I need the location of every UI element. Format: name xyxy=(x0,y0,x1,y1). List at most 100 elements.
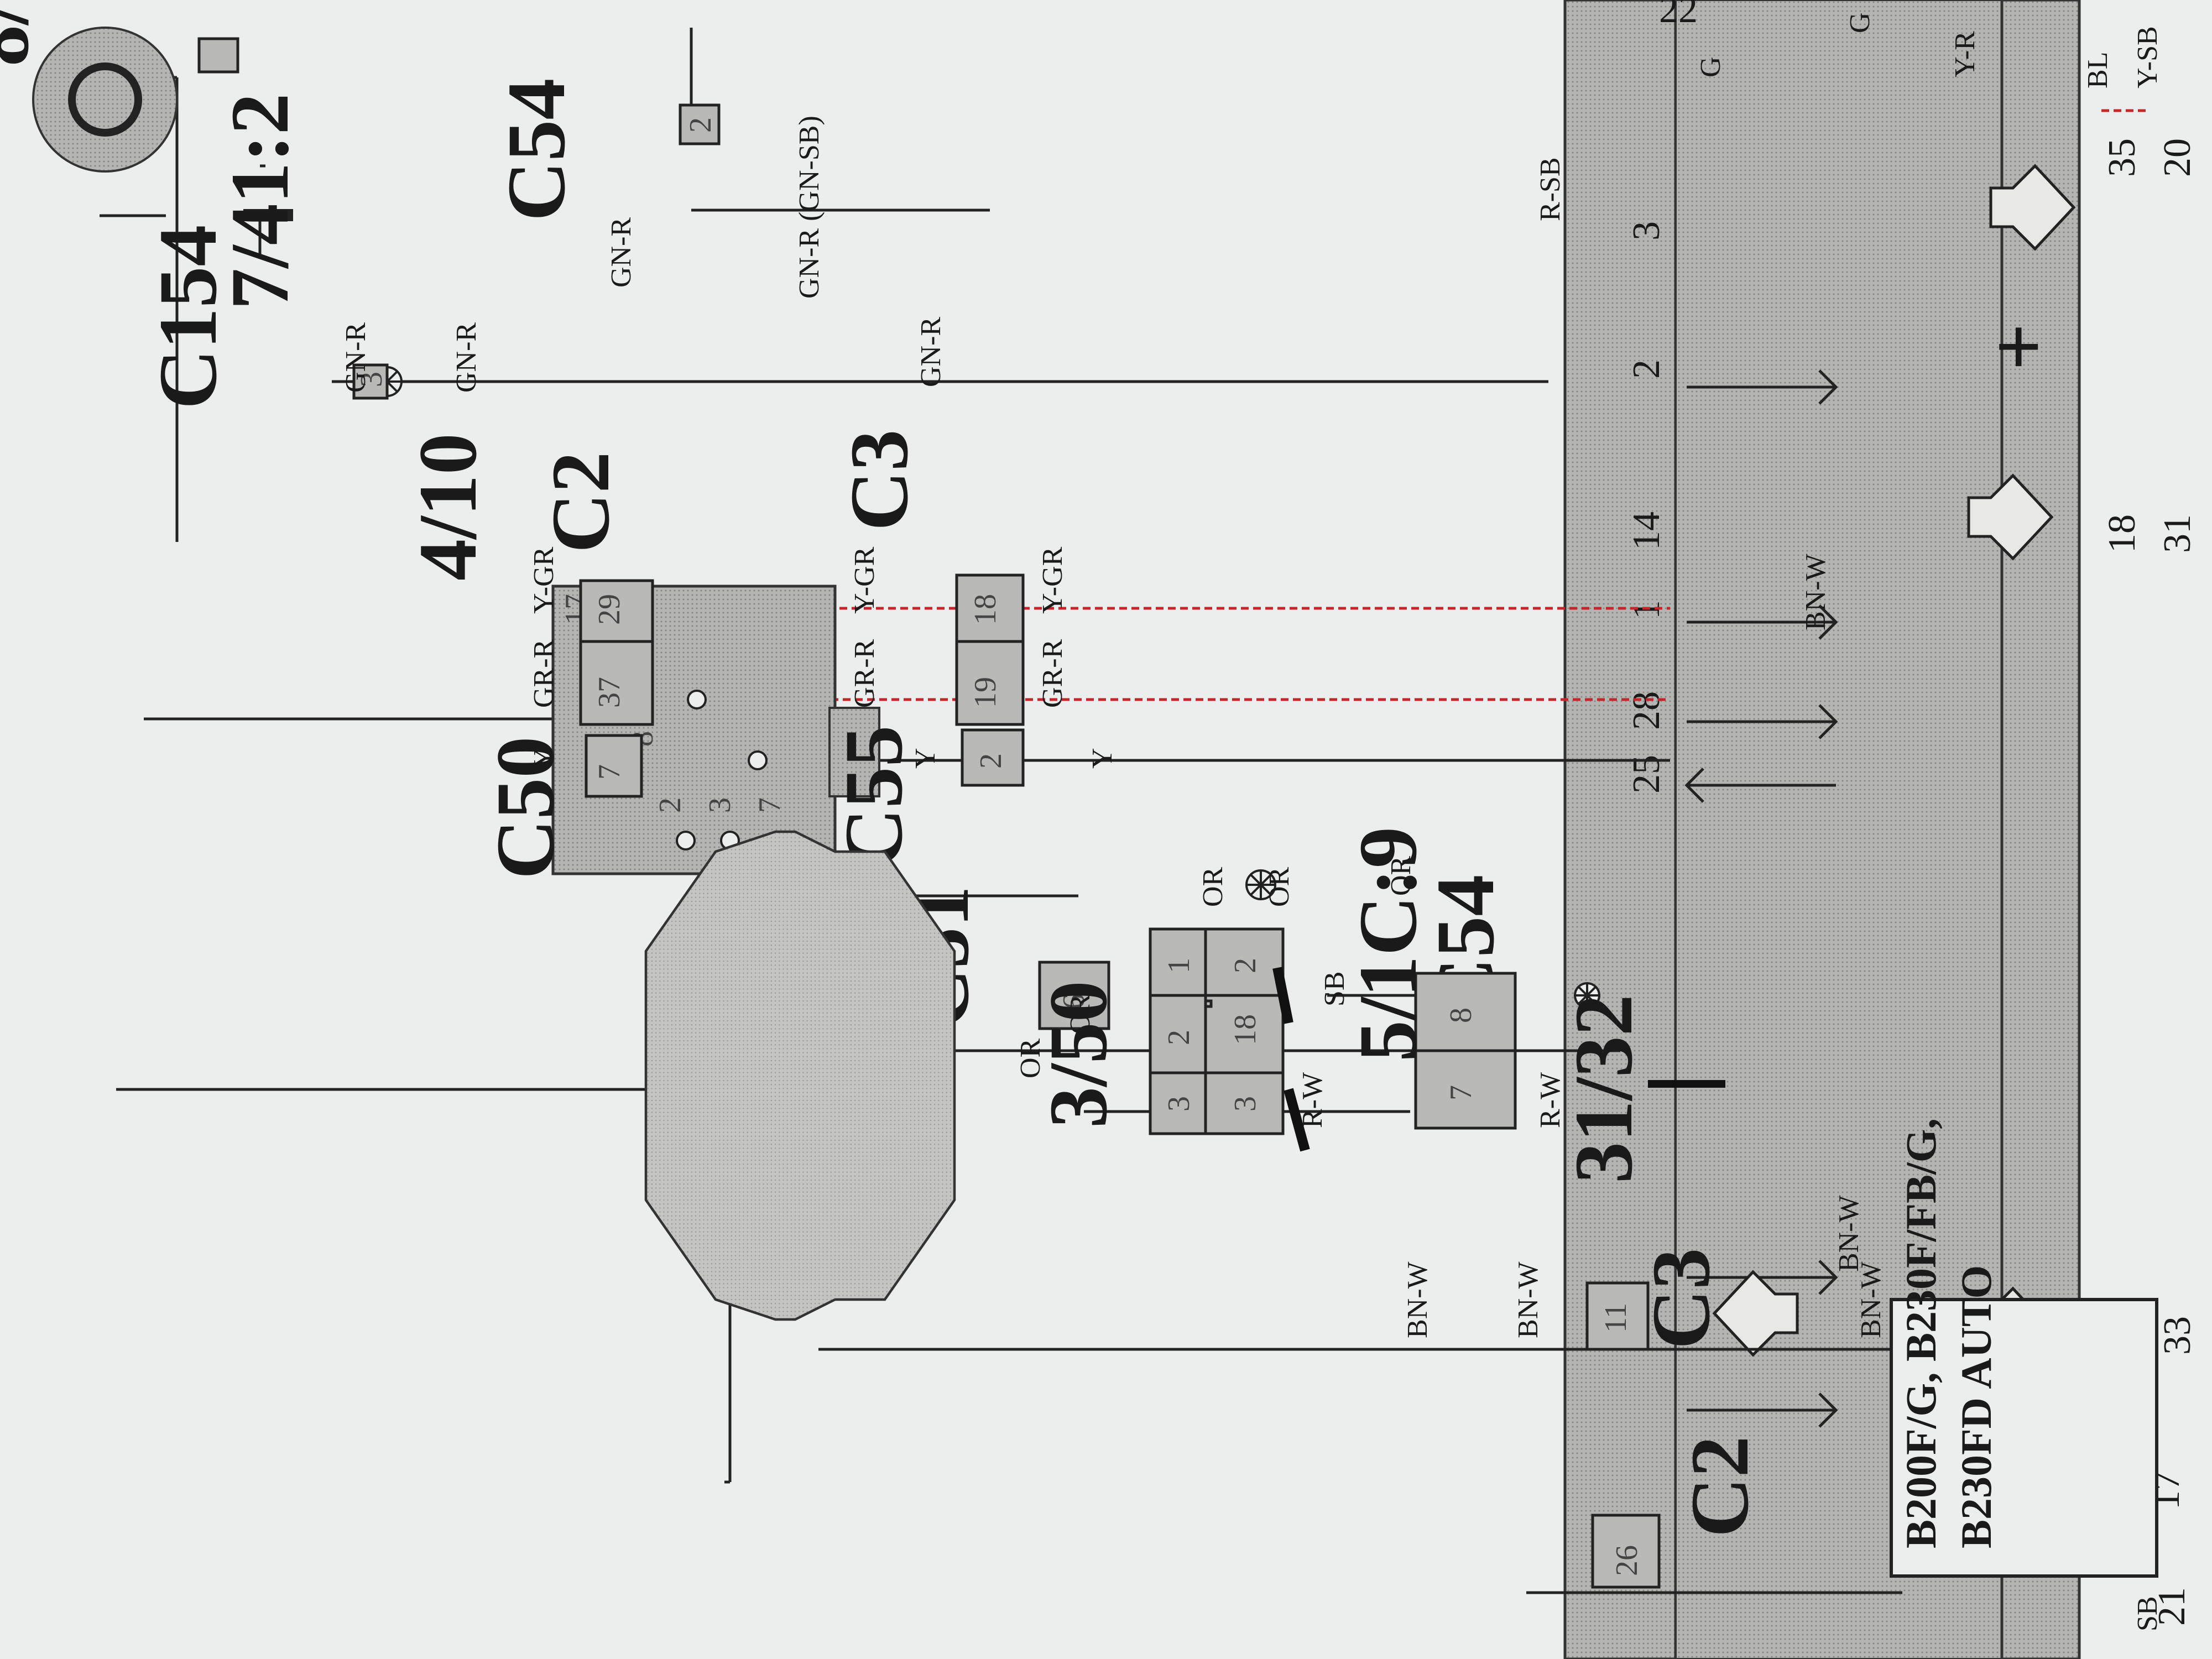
wire-label: Y-R xyxy=(1949,31,1981,77)
switch-contact-icon xyxy=(1284,1088,1310,1152)
pin-number: 6 xyxy=(1057,994,1091,1009)
wire-label: Y-SB xyxy=(2132,26,2163,88)
bus-band-lower xyxy=(1563,0,1677,1659)
connector-label: C2 xyxy=(535,452,627,553)
connector-pin xyxy=(1414,1049,1517,1130)
wire-label: R-SB xyxy=(1535,157,1566,221)
wire-label: BN-W xyxy=(1833,1195,1865,1272)
bus-number: 2 xyxy=(1625,359,1668,379)
hollow-arrow-icon xyxy=(1989,164,2076,251)
hollow-arrow-icon xyxy=(1967,473,2054,561)
bus-band-upper xyxy=(2000,0,2081,1659)
pin-number: 7 xyxy=(1444,1085,1478,1100)
module-tab xyxy=(828,707,880,797)
connector-label: C154 xyxy=(142,225,234,409)
wire-label: G xyxy=(1844,12,1876,33)
pin-number: 18 xyxy=(1228,1014,1262,1045)
wire-label: GR-R xyxy=(1037,639,1068,708)
pin-number: 2 xyxy=(1228,958,1262,973)
component-label: 4/10 xyxy=(402,433,494,581)
bus-number: 22 xyxy=(1659,0,1698,31)
connector-label: C3 xyxy=(833,430,925,531)
connector-label: C55 xyxy=(828,726,920,868)
wire-label: R-W xyxy=(1297,1072,1328,1128)
splice-icon xyxy=(1574,982,1600,1009)
connector-label: C54 xyxy=(491,79,582,221)
bus-numbers: 14 1 28 25 2 3 22 20 35 31 18 33 17 21 xyxy=(1625,0,2199,1626)
pin-number: 19 xyxy=(968,677,1003,708)
wire-label: Y xyxy=(910,748,941,769)
wire-label: G xyxy=(1695,56,1726,77)
bus-bands xyxy=(1563,0,2081,1659)
wire-label: GN-R xyxy=(451,322,482,393)
wire-label: BN-W xyxy=(1800,554,1832,630)
connector-label: C2 xyxy=(1674,1436,1766,1537)
component-label: 31/32 xyxy=(1558,994,1650,1183)
wire-label: SB xyxy=(2132,1596,2163,1631)
wire-label: BN-W xyxy=(1855,1261,1887,1338)
pin-number: 29 xyxy=(592,594,627,625)
bus-number: 14 xyxy=(1625,512,1668,550)
pin-number: 8 xyxy=(1444,1008,1478,1023)
switch-pins xyxy=(1149,927,1285,1135)
wire-label: GR-R xyxy=(849,639,880,708)
connector-pin xyxy=(1585,1281,1650,1351)
component-label: 7/41:2 xyxy=(214,93,306,310)
wire-label: Y xyxy=(528,748,560,769)
bus-number: 28 xyxy=(1625,691,1668,730)
terminal-number: 2 xyxy=(653,797,687,813)
bus-arrows xyxy=(1684,369,1838,1428)
bus-number: 31 xyxy=(2156,514,2199,553)
wire-label: OR xyxy=(1264,867,1295,907)
pin-number: 18 xyxy=(968,594,1003,625)
switch-contact-icon xyxy=(1272,967,1293,1024)
wire-label: OR xyxy=(1385,855,1417,896)
pin-number: 3 xyxy=(354,372,389,387)
component-label: 8/3 xyxy=(0,0,46,66)
wire-label: GR-R xyxy=(528,639,560,708)
plus-sign-icon: + xyxy=(1973,324,2064,371)
wire-label: BL xyxy=(2082,52,2114,88)
connector-pin xyxy=(1591,1514,1661,1589)
bus-number: 20 xyxy=(2156,138,2199,177)
bus-number: 18 xyxy=(2101,514,2143,553)
wire-label: OR xyxy=(1065,994,1096,1034)
connector-pin xyxy=(1038,961,1110,1030)
wire-label: GN-R xyxy=(340,322,372,393)
pin-number: 26 xyxy=(1610,1545,1644,1576)
connector-pin xyxy=(197,37,239,74)
terminal-number: 3 xyxy=(703,797,737,813)
pin-number: 2 xyxy=(684,117,718,133)
engine-variant-line-2: B230FD AUTO xyxy=(1952,1265,2000,1548)
pin-number: 3 xyxy=(1228,1096,1262,1112)
wire-label: BN-W xyxy=(1512,1261,1544,1338)
hollow-arrow-icon xyxy=(1712,1270,1799,1357)
bus-number: 35 xyxy=(2101,138,2143,177)
wire-label: GN-R xyxy=(606,217,637,288)
connector-label: C3 xyxy=(1635,1248,1727,1349)
coil-symbol-icon xyxy=(32,27,293,221)
pin-number: 7 xyxy=(592,764,627,780)
wire-label: Y-GR xyxy=(528,546,560,614)
wire-label: Y xyxy=(1087,748,1118,769)
pin-number: 2 xyxy=(1162,1030,1196,1045)
wire-label: SB xyxy=(1319,971,1350,1006)
wire-label: OR xyxy=(1015,1038,1046,1078)
wire-label: BN-W xyxy=(1402,1261,1433,1338)
engine-variant-line-1: B200F/G, B230F/FB/G, xyxy=(1897,1118,1945,1548)
pin-number: 2 xyxy=(974,753,1008,769)
terminal-number: 7 xyxy=(753,797,787,813)
component-label: 3/50 xyxy=(1032,980,1124,1128)
connector-c2-c3-blocks xyxy=(579,573,1025,798)
switch-3-50-body xyxy=(644,830,956,1321)
wire-label: GN-R (GN-SB) xyxy=(794,116,825,299)
pin-number: 3 xyxy=(1162,1096,1196,1112)
wire-label: Y-GR xyxy=(1037,546,1068,614)
pin-number: 11 xyxy=(1599,1303,1633,1333)
connector-label: C50 xyxy=(479,737,571,879)
bus-number: 21 xyxy=(2151,1587,2193,1626)
wire-label: GN-R xyxy=(915,317,947,387)
